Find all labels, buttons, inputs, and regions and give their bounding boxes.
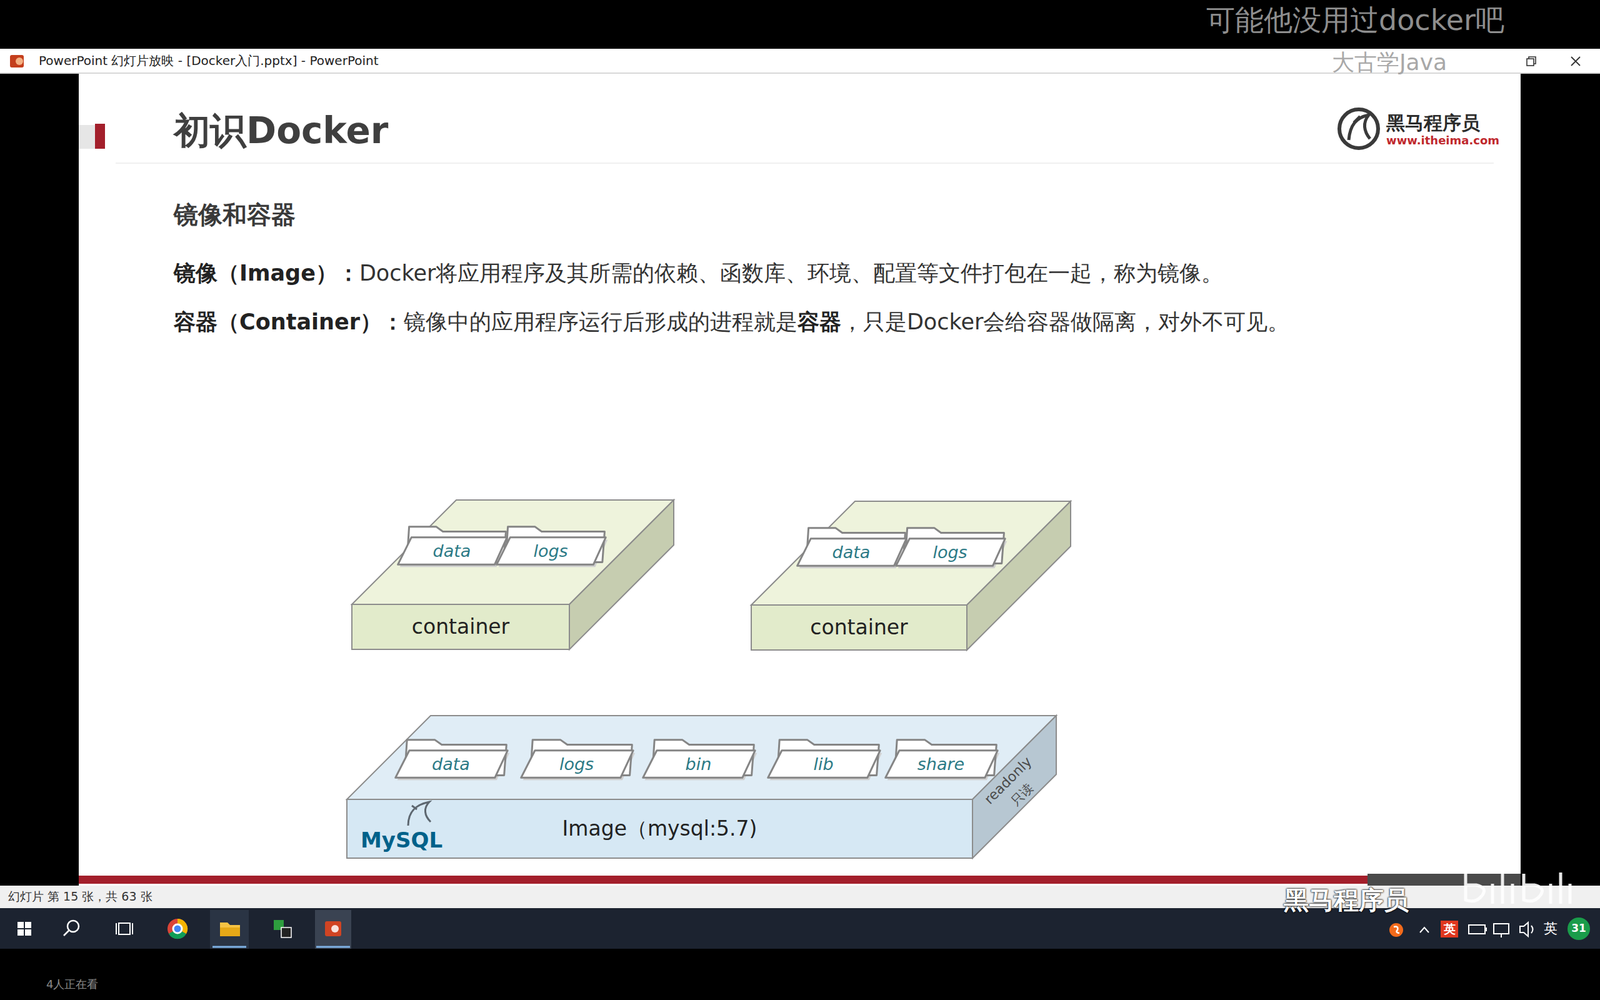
image-block: Image（mysql:5.7)MySQLreadonly只读datalogsb… <box>346 715 1057 859</box>
front-face <box>751 605 967 650</box>
container-block: container data logs <box>751 501 1071 650</box>
body-text: ，只是Docker会给容器做隔离，对外不可见。 <box>841 309 1290 335</box>
slide-title: 初识Docker <box>173 110 389 152</box>
folder-label: lib <box>813 754 834 774</box>
folder-icon: logs <box>494 525 607 567</box>
logo-text: 黑马程序员 <box>1386 112 1480 135</box>
mysql-dolphin <box>408 801 431 826</box>
folder-front <box>398 537 508 565</box>
folder-front <box>797 538 907 567</box>
block-shape <box>751 501 1071 650</box>
folder-front <box>521 750 634 779</box>
body-text: Docker将应用程序及其所需的依赖、函数库、环境、配置等文件打包在一起，称为镜… <box>359 260 1224 286</box>
folder-label: logs <box>932 542 967 562</box>
block-label: Image（mysql:5.7) <box>562 816 758 841</box>
text-line: 容器（Container）：镜像中的应用程序运行后形成的进程就是容器，只是Doc… <box>173 309 1290 335</box>
container-block: container data logs <box>351 500 674 650</box>
danmaku-comment: 可能他没用过docker吧 <box>1206 3 1505 37</box>
language-indicator: 英 <box>1543 920 1558 937</box>
top-face <box>346 715 1057 800</box>
folder-front <box>496 537 607 565</box>
folder-label: data <box>832 542 871 562</box>
folder-label: data <box>433 541 472 561</box>
status-text: 幻灯片 第 15 张，共 63 张 <box>8 890 153 904</box>
section-heading: 镜像和容器 <box>173 201 296 230</box>
block-shape <box>351 500 674 650</box>
bold-term: 镜像（Image）： <box>173 260 360 286</box>
folder-front <box>885 750 998 779</box>
watermark: 大古学Java <box>1331 49 1447 75</box>
folder-label: share <box>917 754 965 774</box>
folder-icon: data <box>393 738 509 780</box>
folder-icon: data <box>395 525 509 567</box>
folder-icon: share <box>883 738 999 780</box>
folder-icon: lib <box>765 738 882 780</box>
folder-icon: logs <box>893 526 1007 568</box>
viewer-count: 4人正在看 <box>46 978 99 992</box>
bold-term: 容器 <box>797 309 842 335</box>
folder-icon: data <box>795 526 908 568</box>
window-title: PowerPoint 幻灯片放映 - [Docker入门.pptx] - Pow… <box>38 53 379 69</box>
folder-label: logs <box>559 754 594 774</box>
folder-front <box>896 538 1006 567</box>
folder-label: bin <box>685 754 712 774</box>
bold-term: 容器（Container）： <box>173 309 404 335</box>
side-face <box>972 715 1057 859</box>
block-label: container <box>810 615 908 640</box>
folder-front <box>768 750 880 779</box>
notification-count: 31 <box>1571 922 1587 935</box>
folder-front <box>395 750 508 779</box>
folder-label: logs <box>533 541 568 561</box>
block-label: container <box>411 615 510 639</box>
text-line: 镜像（Image）：Docker将应用程序及其所需的依赖、函数库、环境、配置等文… <box>173 260 1224 286</box>
folder-label: data <box>431 754 470 774</box>
body-text: 镜像中的应用程序运行后形成的进程就是 <box>403 309 798 335</box>
folder-front <box>643 750 755 779</box>
side-face <box>569 500 674 650</box>
front-face <box>351 604 570 650</box>
mysql-logo: MySQL <box>360 828 443 853</box>
ime-indicator: 英 <box>1443 922 1456 937</box>
front-face <box>346 799 973 859</box>
folder-icon: bin <box>640 738 757 780</box>
logo-url: www.itheima.com <box>1386 134 1500 148</box>
folder-icon: logs <box>518 738 635 780</box>
side-face <box>966 501 1071 650</box>
watermark: 黑马程序员 <box>1283 885 1409 915</box>
